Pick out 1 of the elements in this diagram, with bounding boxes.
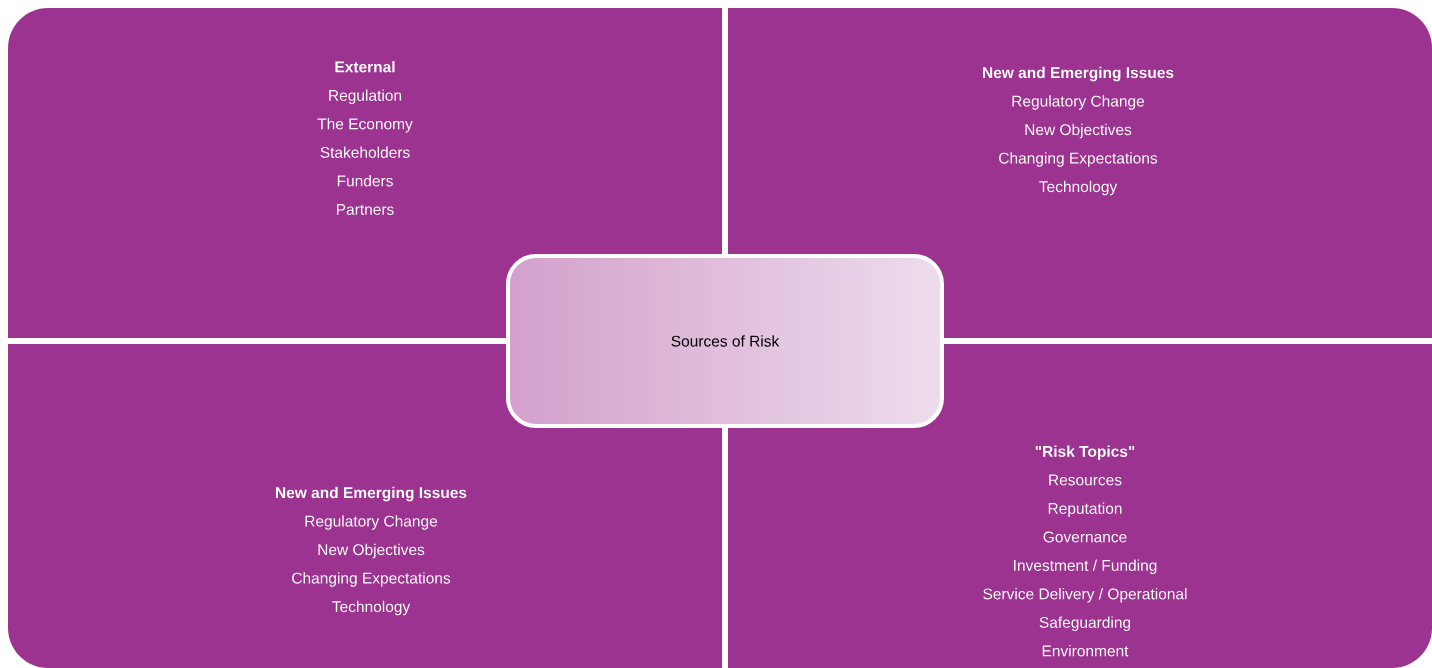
center-box: Sources of Risk [506, 254, 944, 428]
